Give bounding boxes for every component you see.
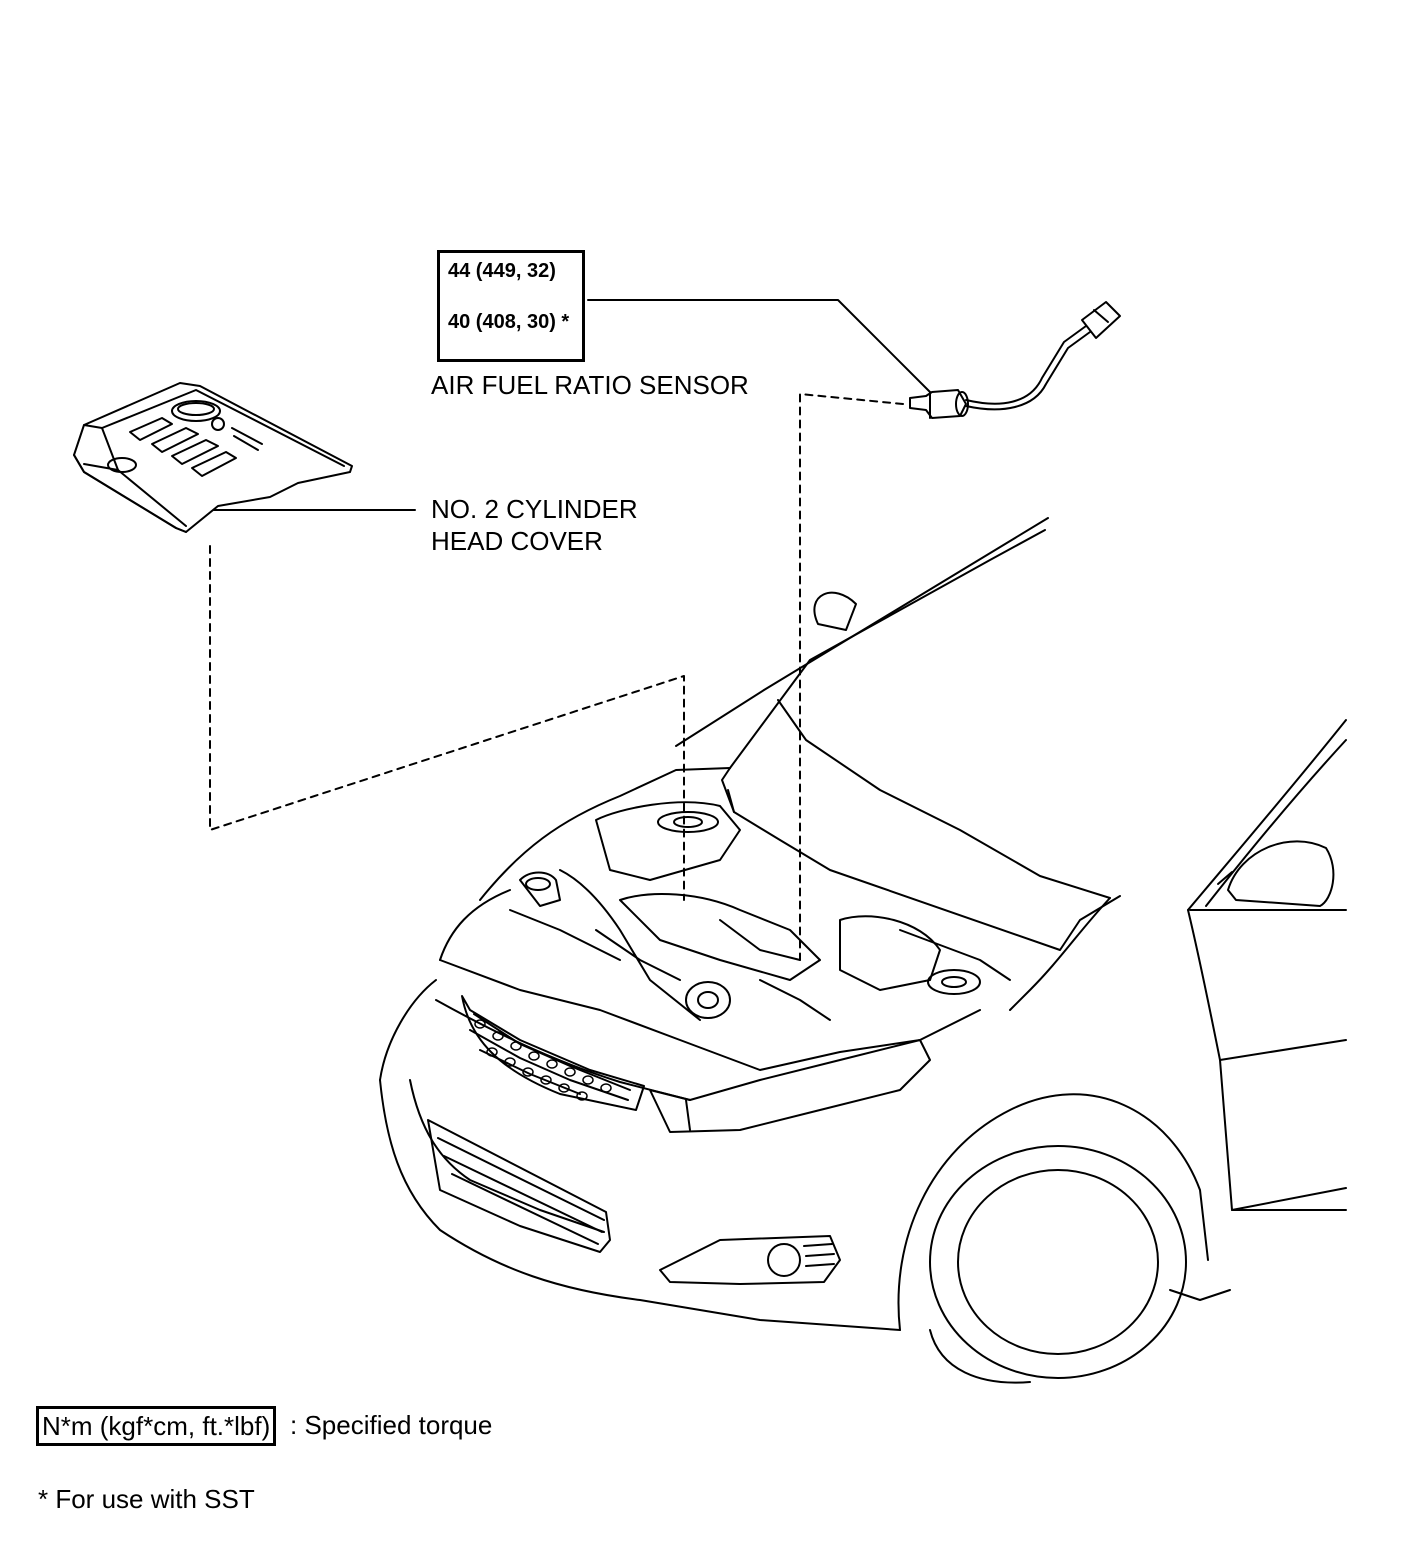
cylinder-head-cover-label-line1: NO. 2 CYLINDER — [431, 494, 638, 524]
installation-dashed-lines — [209, 393, 904, 961]
air-fuel-ratio-sensor-label: AIR FUEL RATIO SENSOR — [431, 370, 749, 400]
vehicle-front-drawing — [379, 517, 1347, 1384]
torque-spec-sst: 40 (408, 30) * — [448, 311, 569, 334]
grille-mesh — [474, 1019, 612, 1101]
sst-asterisk: * — [561, 311, 570, 333]
engine-cover-drawing — [73, 382, 353, 533]
air-fuel-ratio-sensor-drawing — [909, 301, 1121, 419]
torque-spec-standard: 44 (449, 32) — [448, 260, 556, 282]
torque-unit-legend-text: : Specified torque — [290, 1410, 493, 1440]
torque-spec-box: 44 (449, 32) 40 (408, 30) * — [437, 250, 585, 362]
sst-note: * For use with SST — [38, 1484, 255, 1514]
cylinder-head-cover-label-line2: HEAD COVER — [431, 526, 603, 556]
leader-lines — [213, 299, 931, 511]
torque-spec-sst-value: 40 (408, 30) — [448, 311, 556, 333]
torque-unit-legend-box: N*m (kgf*cm, ft.*lbf) — [36, 1406, 277, 1446]
